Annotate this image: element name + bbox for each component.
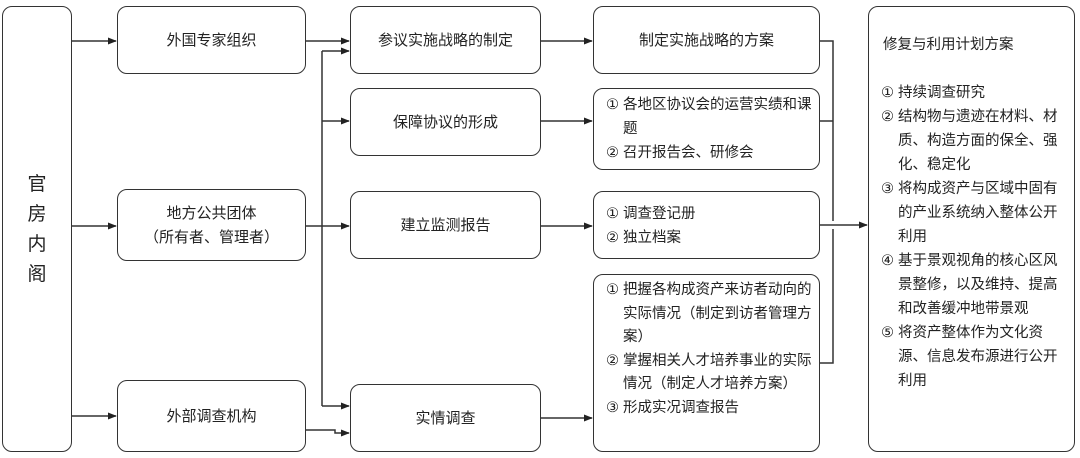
foreign-experts-box: 外国专家组织 [117,6,306,74]
item-text: 调查登记册 [623,206,696,222]
monitoring-items-box: ① 调查登记册 ② 独立档案 [593,191,820,259]
survey-items-box: ① 把握各构成资产来访者动向的实际情况（制定到访者管理方案） ② 掌握相关人才培… [593,274,820,452]
cabinet-char-3: 内 [27,233,47,255]
item-number: ① [881,85,894,101]
cabinet-char-2: 房 [27,203,47,225]
foreign-experts-label: 外国专家组织 [166,30,257,49]
item-text: 结构物与遗迹在材料、材质、构造方面的保全、强化、稳定化 [898,109,1058,173]
arrow-external-to-survey [306,429,350,437]
strategy-box: 参议实施战略的制定 [350,6,541,74]
item-text: 将构成资产与区域中固有的产业系统纳入整体公开利用 [898,181,1058,245]
item-number: ③ [606,399,619,416]
protocol-items-box: ① 各地区协议会的运营实绩和课题 ② 召开报告会、研修会 [593,88,820,170]
list-item: ① 各地区协议会的运营实绩和课题 [606,93,813,141]
government-cabinet-box: 官 房 内 阁 [2,6,72,452]
list-item: ① 调查登记册 [606,202,813,226]
strategy-plan-label: 制定实施战略的方案 [638,30,774,49]
line-plan-to-final [820,40,834,221]
list-item: ② 召开报告会、研修会 [606,141,813,165]
item-text: 形成实况调查报告 [623,399,739,416]
item-number: ① [606,282,619,298]
item-text: 独立档案 [623,230,681,246]
strategy-plan-box: 制定实施战略的方案 [593,6,820,74]
item-text: 各地区协议会的运营实绩和课题 [623,97,812,137]
local-public-label: 地方公共团体 [166,204,257,222]
local-public-box: 地方公共团体 （所有者、管理者） [117,189,306,261]
survey-box: 实情调查 [350,384,541,452]
item-text: 召开报告会、研修会 [623,145,754,161]
item-number: ② [606,145,619,161]
list-item: ① 把握各构成资产来访者动向的实际情况（制定到访者管理方案） [606,279,813,350]
external-investigation-label: 外部调查机构 [166,406,257,425]
list-item: ④ 基于景观视角的核心区风景整修，以及维持、提高和改善缓冲地带景观 [881,249,1066,321]
item-text: 将资产整体作为文化资源、信息发布源进行公开利用 [898,325,1058,389]
protocol-label: 保障协议的形成 [392,112,498,131]
list-item: ③ 形成实况调查报告 [606,397,813,421]
strategy-label: 参议实施战略的制定 [377,30,513,49]
list-item: ② 独立档案 [606,226,813,250]
item-number: ④ [881,253,894,269]
final-plan-title: 修复与利用计划方案 [883,37,1014,53]
final-plan-box: 修复与利用计划方案 ① 持续调查研究 ② 结构物与遗迹在材料、材质、构造方面的保… [868,6,1075,452]
cabinet-char-1: 官 [27,173,47,195]
item-text: 基于景观视角的核心区风景整修，以及维持、提高和改善缓冲地带景观 [898,253,1058,317]
list-item: ② 结构物与遗迹在材料、材质、构造方面的保全、强化、稳定化 [881,105,1066,177]
item-number: ⑤ [881,325,894,341]
protocol-box: 保障协议的形成 [350,88,541,156]
item-number: ② [606,230,619,246]
item-number: ① [606,206,619,222]
list-item: ⑤ 将资产整体作为文化资源、信息发布源进行公开利用 [881,321,1066,393]
monitoring-label: 建立监测报告 [400,215,491,234]
item-number: ① [606,97,619,113]
item-text: 掌握相关人才培养事业的实际情况（制定人才培养方案） [623,352,812,393]
monitoring-box: 建立监测报告 [350,191,541,259]
item-number: ② [606,352,619,369]
survey-label: 实情调查 [415,408,476,427]
local-public-sublabel: （所有者、管理者） [143,228,279,246]
item-text: 持续调查研究 [898,85,985,101]
line-survey-to-final [820,229,834,364]
item-text: 把握各构成资产来访者动向的实际情况（制定到访者管理方案） [623,282,812,345]
list-item: ① 持续调查研究 [881,81,1066,105]
item-number: ② [881,109,894,125]
list-item: ③ 将构成资产与区域中固有的产业系统纳入整体公开利用 [881,177,1066,249]
list-item: ② 掌握相关人才培养事业的实际情况（制定人才培养方案） [606,350,813,397]
cabinet-char-4: 阁 [27,263,47,285]
external-investigation-box: 外部调查机构 [117,380,306,452]
item-number: ③ [881,181,894,197]
